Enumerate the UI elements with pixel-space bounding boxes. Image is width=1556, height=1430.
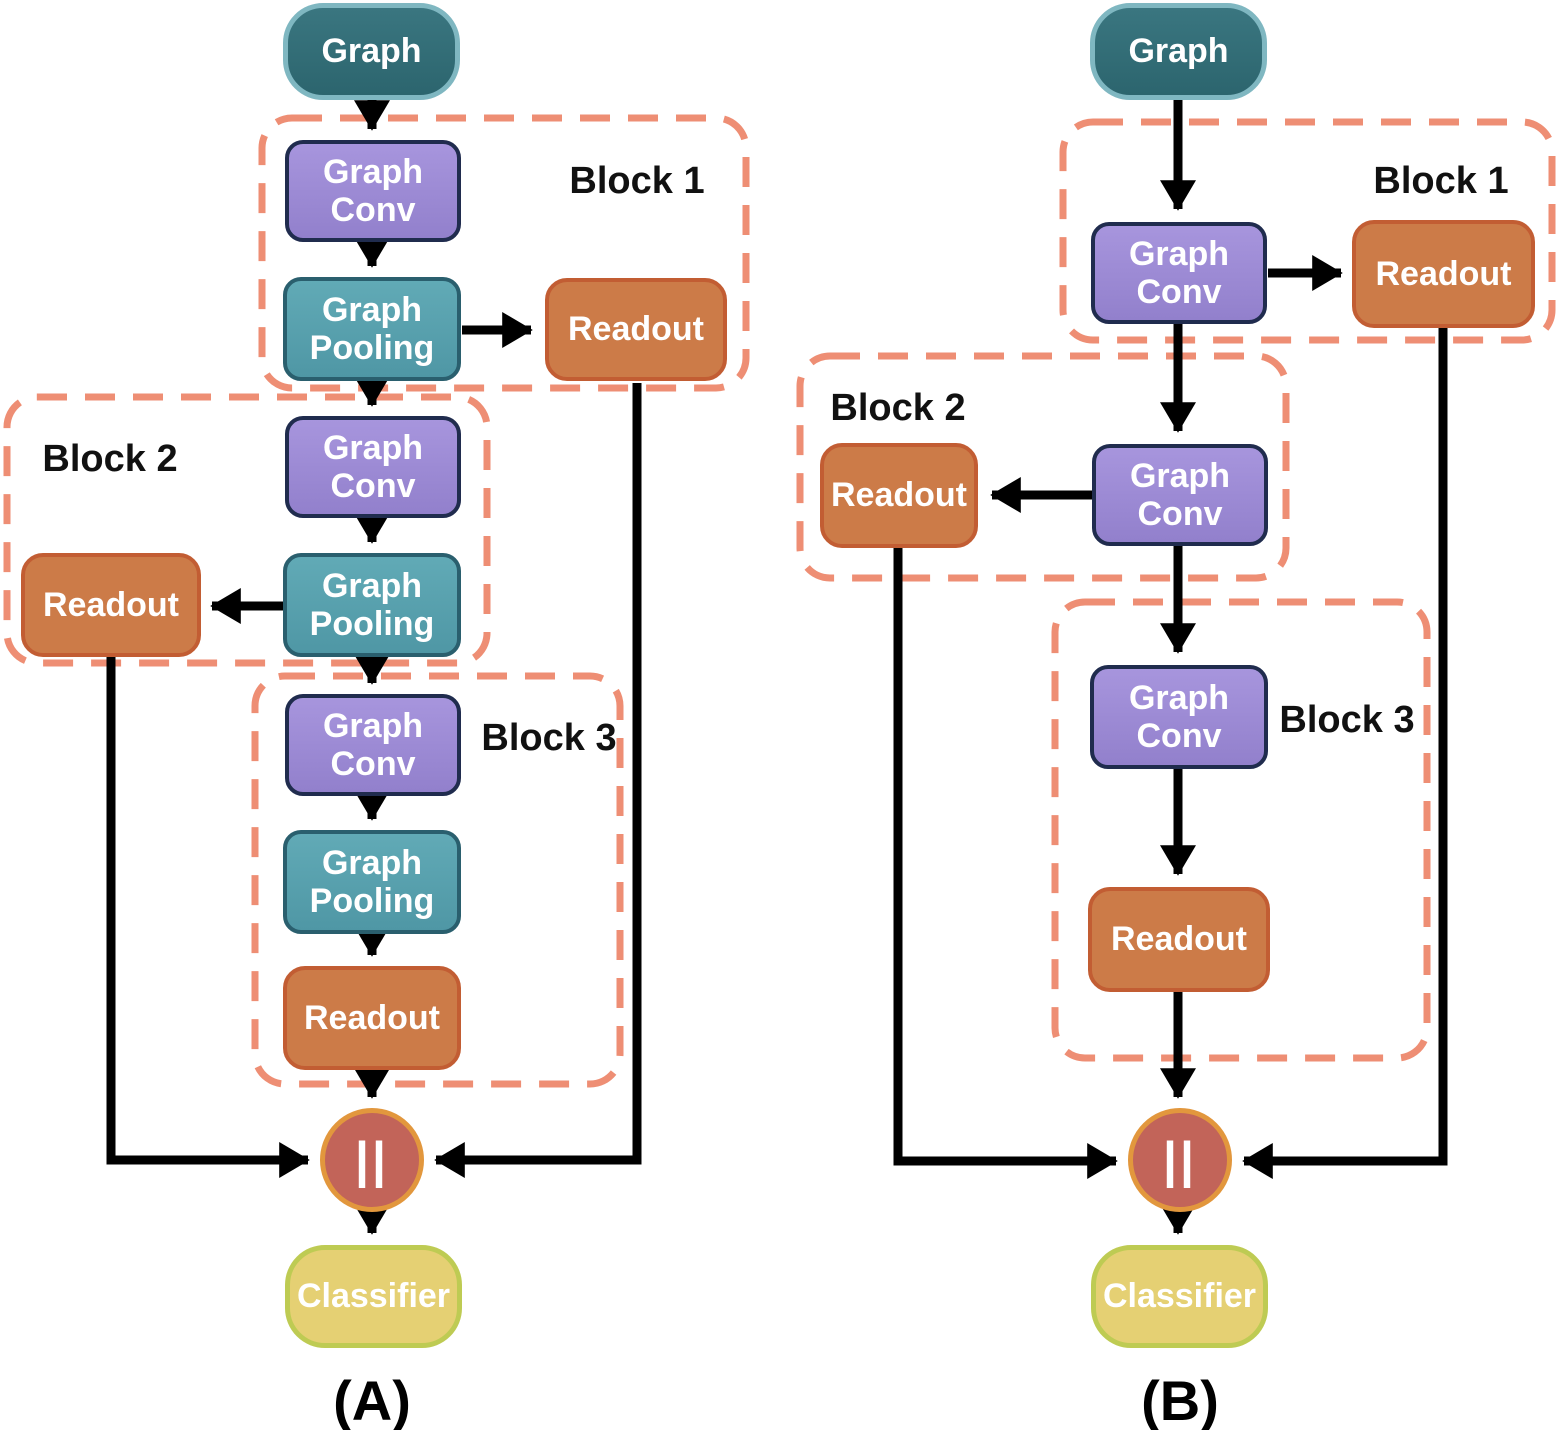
readout-block3-b: Readout — [1088, 887, 1270, 992]
block1-a-label: Block 1 — [569, 160, 705, 202]
graph-conv-block3-a: Graph Conv — [285, 694, 461, 796]
classifier-node-a: Classifier — [285, 1245, 462, 1348]
readout-block2-a: Readout — [21, 553, 201, 657]
graph-pooling-block2-a: Graph Pooling — [283, 553, 461, 657]
concat-node-b: || — [1128, 1108, 1232, 1212]
block2-a-label: Block 2 — [42, 438, 178, 480]
graph-conv-block2-a: Graph Conv — [285, 416, 461, 518]
arrow-a-readout2-to-concat — [106, 657, 310, 1178]
arrow-b-readout2-to-concat — [893, 548, 1118, 1179]
caption-a: (A) — [333, 1369, 411, 1430]
classifier-node-b: Classifier — [1091, 1245, 1268, 1348]
caption-b: (B) — [1141, 1369, 1219, 1430]
arrow-a-readout1-to-concat — [434, 383, 642, 1178]
graph-node-a: Graph — [283, 3, 460, 100]
graph-conv-block1-b: Graph Conv — [1091, 222, 1267, 324]
block3-a-label: Block 3 — [481, 717, 617, 759]
block1-b-label: Block 1 — [1373, 160, 1509, 202]
readout-block2-b: Readout — [820, 443, 978, 548]
graph-conv-block1-a: Graph Conv — [285, 140, 461, 242]
graph-pooling-block3-a: Graph Pooling — [283, 830, 461, 934]
block3-b-label: Block 3 — [1279, 699, 1415, 741]
arrow-b-readout1-to-concat — [1242, 328, 1448, 1179]
readout-block3-a: Readout — [283, 966, 461, 1070]
graph-pooling-block1-a: Graph Pooling — [283, 277, 461, 381]
concat-node-a: || — [320, 1108, 424, 1212]
readout-block1-a: Readout — [545, 278, 727, 381]
readout-block1-b: Readout — [1352, 220, 1535, 328]
block2-b-label: Block 2 — [830, 387, 966, 429]
graph-conv-block2-b: Graph Conv — [1092, 444, 1268, 546]
graph-conv-block3-b: Graph Conv — [1090, 665, 1268, 769]
graph-node-b: Graph — [1090, 3, 1267, 100]
